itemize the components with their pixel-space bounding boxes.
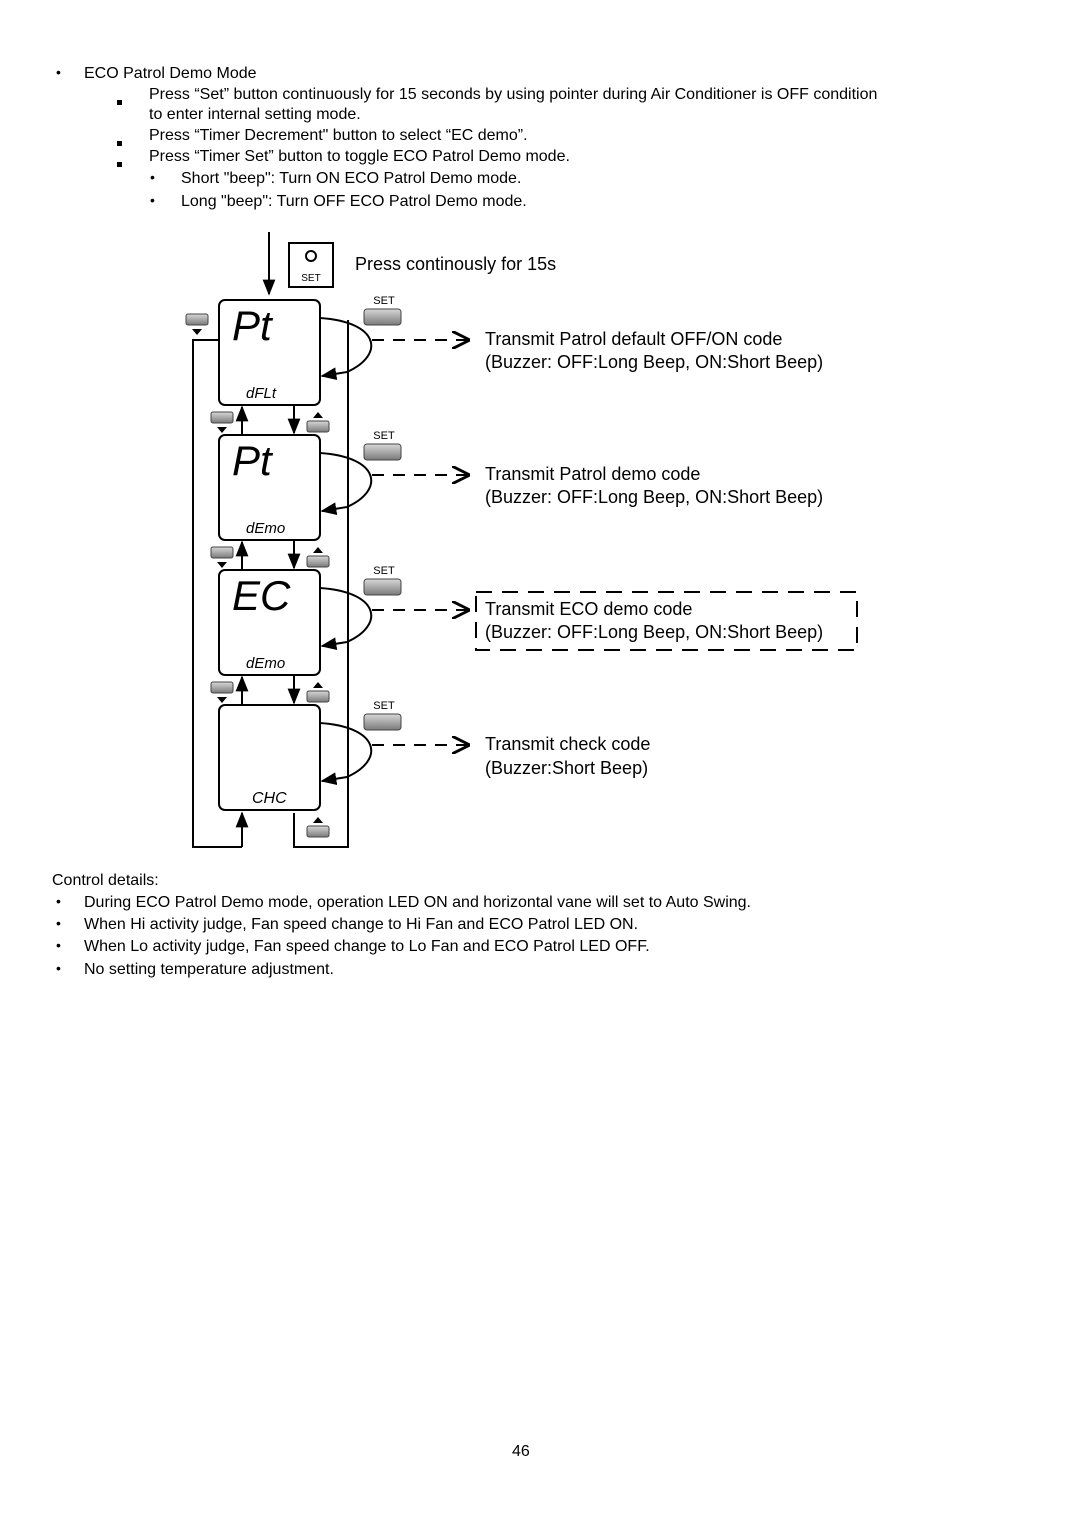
timer-set-label: SET [373,430,395,442]
action-3-line2: (Buzzer: OFF:Long Beep, ON:Short Beep) [485,622,823,642]
bullet: • [56,915,61,931]
sub-step-text: Long "beep": Turn OFF ECO Patrol Demo mo… [181,193,527,210]
set-loop-arrow [319,452,373,516]
set-loop-arrow [319,317,373,381]
screen-2: Pt dEmo [218,434,321,541]
screen-2-sub: dEmo [246,520,285,537]
control-item: No setting temperature adjustment. [84,961,334,978]
flow-diagram: SET Press continously for 15s Pt dFLt Pt… [185,232,858,848]
bullet: • [56,937,61,953]
screen-3: EC dEmo [218,569,321,676]
action-2-line2: (Buzzer: OFF:Long Beep, ON:Short Beep) [485,487,823,507]
sub-step-text: Short "beep": Turn ON ECO Patrol Demo mo… [181,170,522,187]
screen-3-main: EC [232,572,291,619]
screen-4: CHC [218,704,321,811]
timer-increment-icon [306,817,330,838]
timer-set-label: SET [373,700,395,712]
control-item: During ECO Patrol Demo mode, operation L… [84,894,751,911]
step-text: Press “Timer Set” button to toggle ECO P… [149,148,570,165]
section-heading: ECO Patrol Demo Mode [84,65,257,82]
screen-1-main: Pt [232,302,274,349]
screen-1: Pt dFLt [218,299,321,406]
screen-2-main: Pt [232,437,274,484]
timer-set-icon: SET [363,430,402,461]
timer-decrement-icon [185,313,209,335]
highlight-box [475,591,858,651]
timer-set-icon: SET [363,295,402,326]
control-heading: Control details: [52,872,159,889]
timer-set-icon: SET [363,700,402,731]
step-text-cont: to enter internal setting mode. [149,106,361,123]
timer-decrement-icon [210,681,234,703]
bullet [117,154,122,172]
timer-increment-icon [306,682,330,703]
set-loop-arrow [319,587,373,651]
timer-increment-icon [306,547,330,568]
bullet: • [56,893,61,909]
set-button-label: SET [301,273,320,284]
timer-decrement-icon [210,411,234,433]
screen-1-sub: dFLt [246,385,277,402]
timer-set-label: SET [373,295,395,307]
bullet [117,92,122,110]
loop-left [192,339,242,848]
timer-set-icon: SET [363,565,402,596]
action-1-line2: (Buzzer: OFF:Long Beep, ON:Short Beep) [485,352,823,372]
action-4-line1: Transmit check code [485,734,650,754]
press-label: Press continously for 15s [355,254,556,274]
bullet: • [56,960,61,976]
screen-3-sub: dEmo [246,655,285,672]
step-text: Press “Set” button continuously for 15 s… [149,86,878,103]
action-1-line1: Transmit Patrol default OFF/ON code [485,329,782,349]
set-loop-arrow [319,722,373,786]
timer-increment-icon [306,412,330,433]
bullet: • [56,64,61,80]
bullet [117,133,122,151]
loop-right [293,320,349,848]
bullet: • [150,192,155,208]
nav-arrows [235,405,301,705]
set-button-icon: SET [288,242,334,288]
action-2-line1: Transmit Patrol demo code [485,464,700,484]
timer-set-label: SET [373,565,395,577]
step-text: Press “Timer Decrement" button to select… [149,127,528,144]
action-4-line2: (Buzzer:Short Beep) [485,758,648,778]
timer-decrement-icon [210,546,234,568]
action-3-line1: Transmit ECO demo code [485,599,692,619]
page-number: 46 [512,1443,530,1460]
bullet: • [150,169,155,185]
screen-4-sub: CHC [252,790,287,807]
control-item: When Lo activity judge, Fan speed change… [84,938,650,955]
control-item: When Hi activity judge, Fan speed change… [84,916,639,933]
